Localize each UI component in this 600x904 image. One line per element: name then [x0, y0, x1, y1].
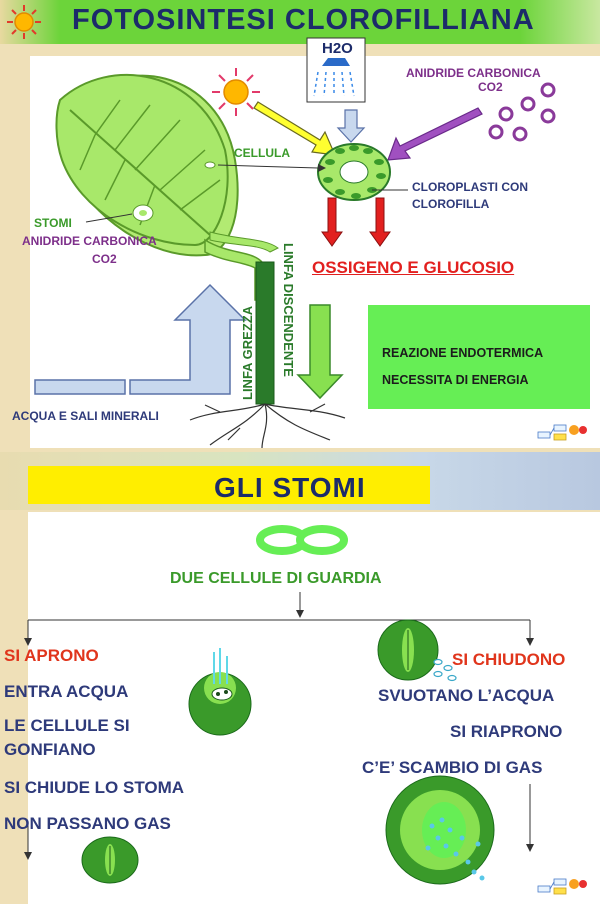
- slide-1-title: FOTOSINTESI CLOROFILLIANA: [72, 4, 535, 36]
- water-icon: [306, 37, 366, 103]
- le-cellule-label-2: GONFIANO: [4, 740, 96, 759]
- stomi-panel: [28, 512, 600, 904]
- slide-1: FOTOSINTESI CLOROFILLIANA: [0, 0, 600, 450]
- stoma-gas-exchange-icon: [385, 775, 495, 885]
- acqua-sali-label: ACQUA E SALI MINERALI: [12, 409, 159, 423]
- arrow-sun-icon: [253, 101, 336, 156]
- cell-icon: [317, 143, 391, 201]
- reazione-label-2: NECESSITA DI ENERGIA: [382, 373, 529, 387]
- title-yellow-bar: [28, 466, 430, 504]
- title-bar: [0, 0, 600, 44]
- arrow-down-icon: [296, 304, 344, 400]
- arrow-water-icon: [336, 109, 366, 143]
- leaf-icon: [55, 73, 279, 301]
- due-cellule-label: DUE CELLULE DI GUARDIA: [170, 570, 382, 587]
- guard-cells-icon: [256, 525, 348, 555]
- slide-2: GLI STOMI: [0, 452, 600, 904]
- svuotano-label: SVUOTANO L’ACQUA: [378, 686, 555, 705]
- cellula-label: CELLULA: [234, 146, 290, 160]
- reaction-box: [368, 305, 590, 409]
- scambio-label: C’E’ SCAMBIO DI GAS: [362, 758, 543, 777]
- cloroplasti-label-1: CLOROPLASTI CON: [412, 180, 528, 194]
- linfa-grezza-label: LINFA GREZZA: [240, 305, 255, 400]
- arrow-co2-icon: [387, 107, 483, 161]
- stomi-label: STOMI: [34, 216, 72, 230]
- si-aprono-label: SI APRONO: [4, 646, 99, 665]
- photosynthesis-diagram: [34, 37, 590, 449]
- arrow-oxygen-right-icon: [369, 197, 391, 247]
- co2-right-label-1: ANIDRIDE CARBONICA: [406, 66, 541, 80]
- co2-molecules-icon: [488, 82, 556, 142]
- co2-right-label-2: CO2: [478, 80, 503, 94]
- sun-icon: [6, 4, 42, 40]
- non-passano-label: NON PASSANO GAS: [4, 814, 171, 833]
- stoma-open-icon: [188, 648, 252, 736]
- stomata-diagram: [24, 525, 534, 885]
- entra-acqua-label: ENTRA ACQUA: [4, 682, 129, 701]
- reazione-label-1: REAZIONE ENDOTERMICA: [382, 346, 544, 360]
- le-cellule-label-1: LE CELLULE SI: [4, 716, 130, 735]
- stem: [255, 261, 275, 405]
- h2o-label: H2O: [322, 40, 353, 57]
- roots-icon: [189, 403, 346, 449]
- slide-2-title: GLI STOMI: [214, 472, 366, 503]
- si-chiudono-label: SI CHIUDONO: [452, 650, 566, 669]
- ossigeno-label: OSSIGENO E GLUCOSIO: [312, 258, 515, 277]
- linfa-discendente-label: LINFA DISCENDENTE: [281, 243, 296, 377]
- si-riaprono-label: SI RIAPRONO: [450, 722, 563, 741]
- co2-left-label-2: CO2: [92, 252, 117, 266]
- stoma-closing-icon: [377, 619, 457, 682]
- logo-icon-2: [536, 876, 592, 898]
- cloroplasti-label-2: CLOROFILLA: [412, 197, 490, 211]
- arrow-up-icon: [34, 283, 247, 395]
- co2-left-label-1: ANIDRIDE CARBONICA: [22, 234, 157, 248]
- si-chiude-label: SI CHIUDE LO STOMA: [4, 778, 185, 797]
- stoma-closed-small-icon: [81, 836, 139, 884]
- logo-icon: [536, 422, 592, 444]
- arrow-oxygen-left-icon: [321, 197, 343, 247]
- sun-small-icon: [212, 68, 260, 116]
